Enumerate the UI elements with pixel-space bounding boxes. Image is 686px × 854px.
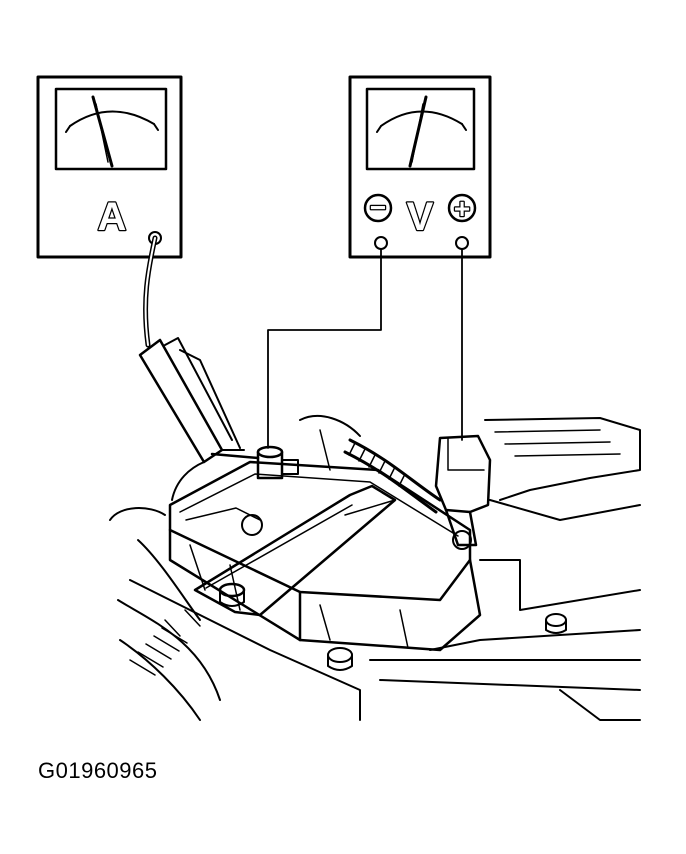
battery-icon <box>168 434 492 652</box>
voltmeter-negative-terminal <box>363 193 393 223</box>
voltmeter-positive-terminal <box>447 193 477 223</box>
ammeter-icon: A <box>36 75 183 259</box>
voltmeter-negative-symbol: − <box>370 192 386 223</box>
figure-id-label: G01960965 <box>38 758 158 783</box>
voltmeter-symbol: V <box>407 195 434 239</box>
voltmeter-icon: − V + <box>348 75 492 259</box>
ammeter-symbol: A <box>98 195 127 239</box>
clamp-probe-icon <box>138 337 245 501</box>
voltmeter-positive-symbol: + <box>454 193 470 224</box>
